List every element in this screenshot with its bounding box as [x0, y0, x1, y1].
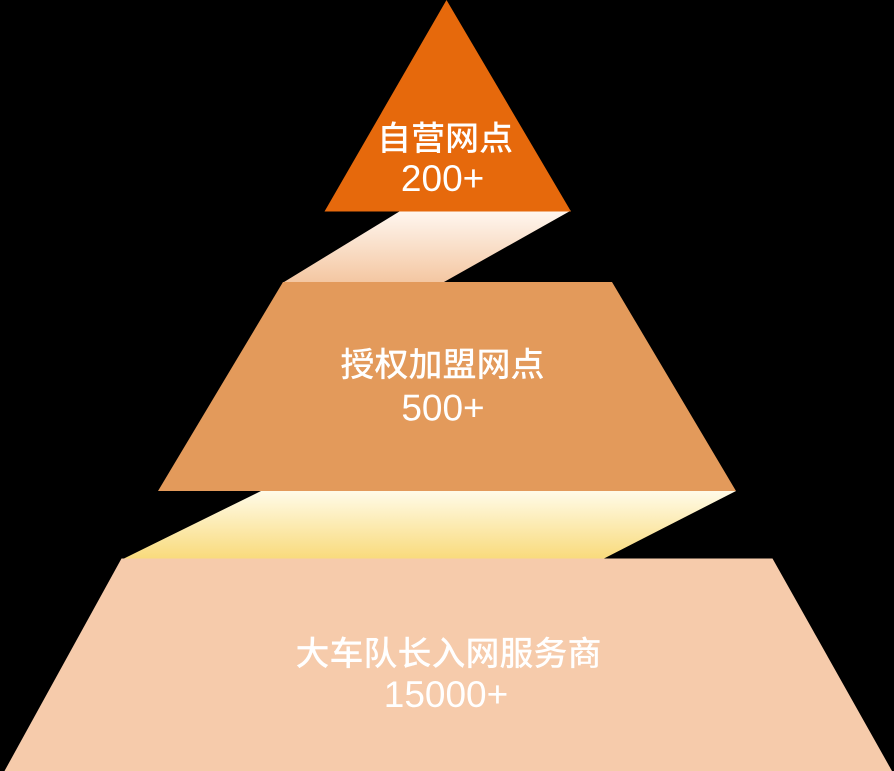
svg-text:500+: 500+	[401, 387, 484, 428]
svg-text:200+: 200+	[401, 158, 484, 199]
svg-text:15000+: 15000+	[384, 674, 509, 715]
